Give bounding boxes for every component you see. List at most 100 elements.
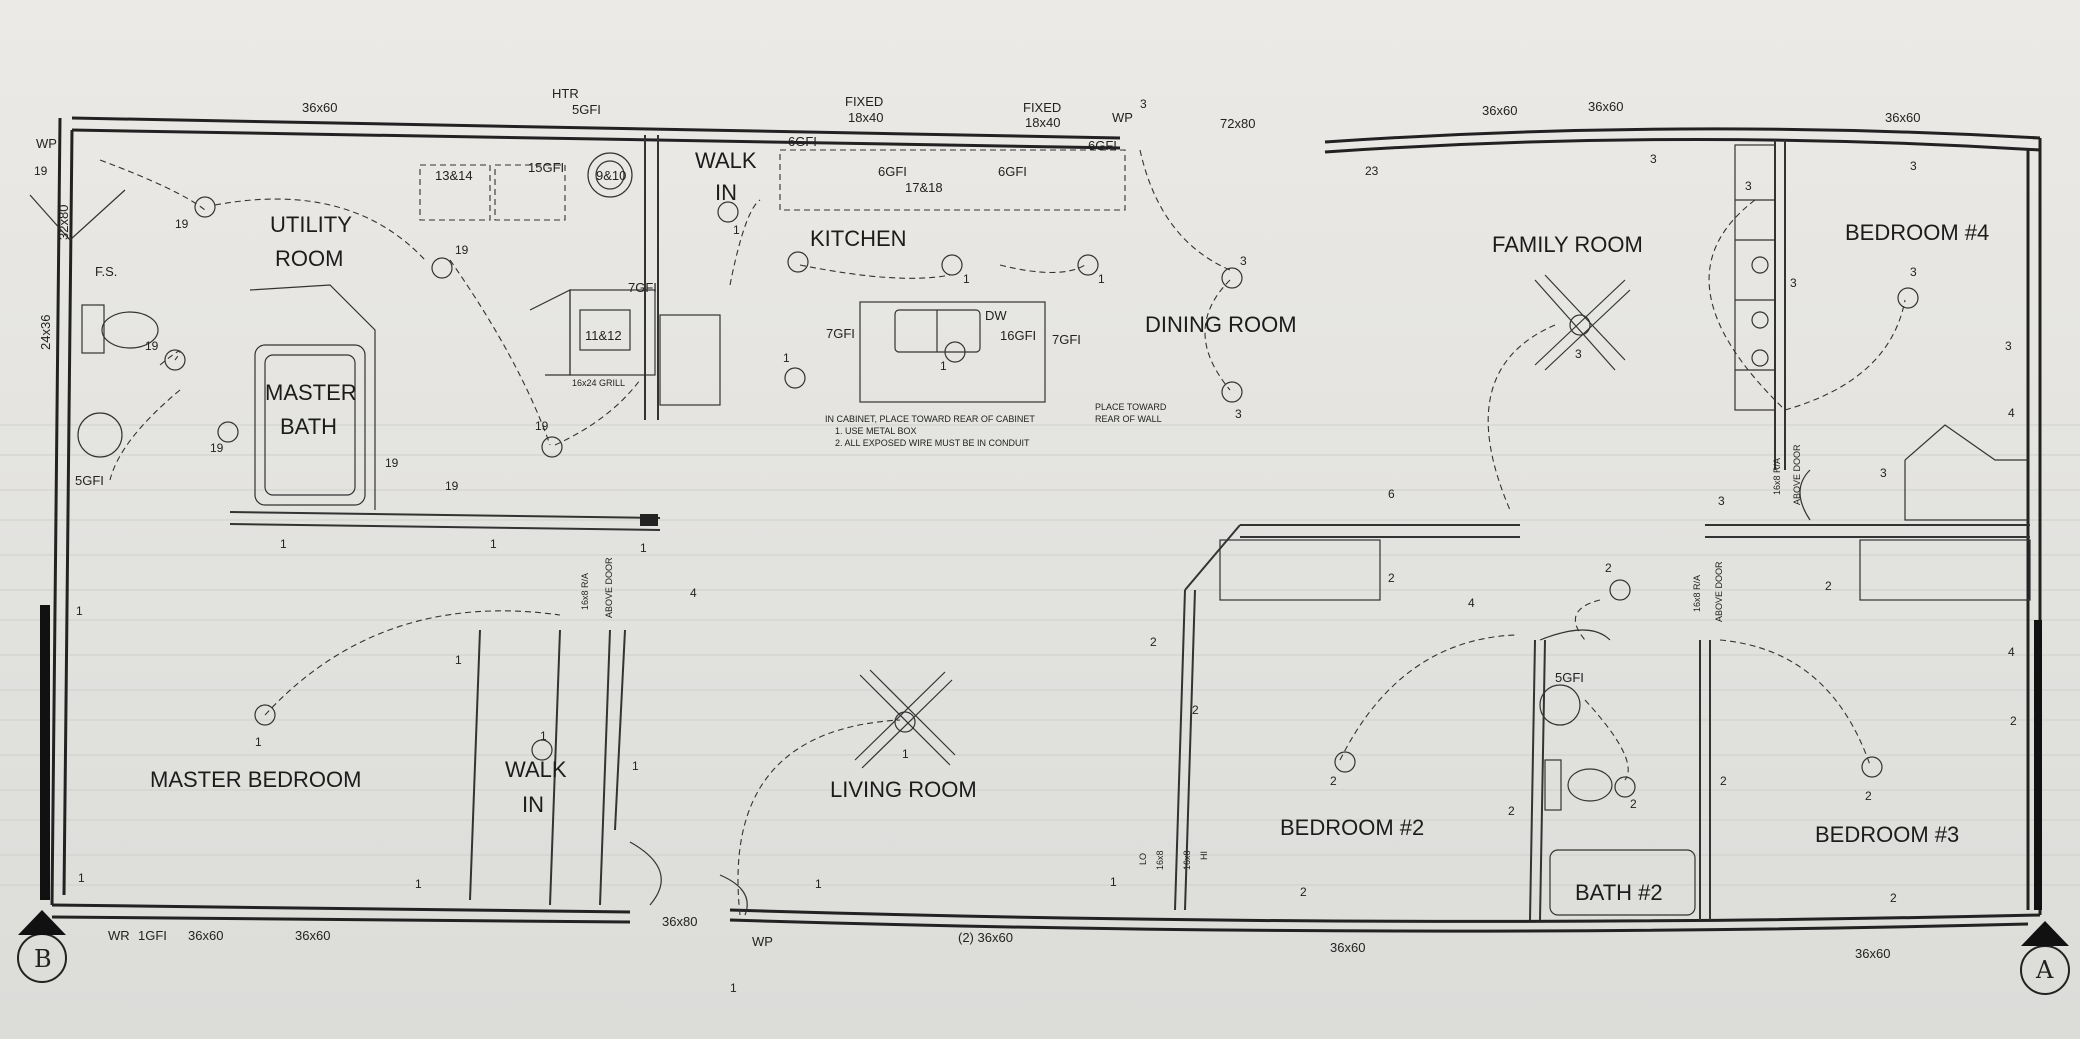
circuit-2: 2 (2010, 714, 2017, 728)
label-wp-left: WP (36, 136, 57, 151)
label-5gfi-bath2: 5GFI (1555, 670, 1584, 685)
note-cabinet: IN CABINET, PLACE TOWARD REAR OF CABINET (825, 414, 1035, 424)
room-bedroom3: BEDROOM #3 (1815, 822, 1959, 847)
circuit-1: 1 (815, 877, 822, 891)
label-wp-top: WP (1112, 110, 1133, 125)
room-bedroom4: BEDROOM #4 (1845, 220, 1989, 245)
paper-lines (0, 424, 2080, 886)
room-dining: DINING ROOM (1145, 312, 1297, 337)
left-wall-dark-segment (40, 605, 50, 900)
label-fixed-2-size: 18x40 (1025, 115, 1060, 130)
room-utility-2: ROOM (275, 246, 343, 271)
room-walk-in-top-1: WALK (695, 148, 757, 173)
circuit-2: 2 (1605, 561, 1612, 575)
label-6gfi-c: 6GFI (998, 164, 1027, 179)
circuit-2: 2 (1630, 797, 1637, 811)
circuit-1: 1 (255, 735, 262, 749)
circuit-1: 1 (540, 729, 547, 743)
ceiling-fan-living (854, 669, 956, 769)
section-label-b: B (34, 945, 52, 973)
door-swings (29, 189, 1811, 916)
circuit-4: 4 (1468, 596, 1475, 610)
light-fixtures (164, 196, 1919, 798)
room-walk-in-top-2: IN (715, 180, 737, 205)
label-6gfi-a: 6GFI (788, 134, 817, 149)
label-7gfi-c: 7GFI (1052, 332, 1081, 347)
circuit-19: 19 (535, 419, 549, 433)
circuit-2: 2 (1720, 774, 1727, 788)
label-dw: DW (985, 308, 1007, 323)
circuit-1: 1 (640, 541, 647, 555)
window-36x60-bottom-2: 36x60 (295, 928, 330, 943)
label-1gfi: 1GFI (138, 928, 167, 943)
circuit-1: 1 (78, 871, 85, 885)
circuit-3: 3 (1575, 347, 1582, 361)
note-wall-1: PLACE TOWARD (1095, 402, 1167, 412)
circuit-1: 1 (902, 747, 909, 761)
window-36x60-bottom-4: 36x60 (1855, 946, 1890, 961)
room-bath2: BATH #2 (1575, 880, 1663, 905)
circuit-3: 3 (1718, 494, 1725, 508)
vent-lo: LO (1138, 853, 1148, 865)
circuit-4: 4 (2008, 406, 2015, 420)
circuit-2: 2 (1388, 571, 1395, 585)
circuit-6: 6 (1388, 487, 1395, 501)
circuit-1: 1 (280, 537, 287, 551)
label-17-18: 17&18 (905, 180, 943, 195)
window-36x60-bottom-1: 36x60 (188, 928, 223, 943)
door-24x36: 24x36 (38, 315, 53, 350)
room-master-bath-2: BATH (280, 414, 337, 439)
room-walk-in-bottom-2: IN (522, 792, 544, 817)
circuit-1: 1 (940, 359, 947, 373)
circuit-3: 3 (1140, 97, 1147, 111)
circuit-1: 1 (490, 537, 497, 551)
label-fixed-1: FIXED (845, 94, 883, 109)
room-living: LIVING ROOM (830, 777, 977, 802)
circuit-3: 3 (1880, 466, 1887, 480)
vent-16x8-a: 16x8 (1155, 850, 1165, 870)
circuit-2: 2 (1192, 703, 1199, 717)
circuit-1: 1 (76, 604, 83, 618)
label-6gfi-b: 6GFI (878, 164, 907, 179)
circuit-19: 19 (145, 339, 159, 353)
window-2-36x60: (2) 36x60 (958, 930, 1013, 945)
room-family: FAMILY ROOM (1492, 232, 1643, 257)
circuit-19: 19 (385, 456, 399, 470)
note-conduit: 2. ALL EXPOSED WIRE MUST BE IN CONDUIT (835, 438, 1030, 448)
circuit-1: 1 (783, 351, 790, 365)
window-36x60-bottom-3: 36x60 (1330, 940, 1365, 955)
label-wr: WR (108, 928, 130, 943)
annotations: 36x60 HTR 5GFI FIXED 18x40 FIXED 18x40 W… (34, 86, 2054, 984)
label-16gfi: 16GFI (1000, 328, 1036, 343)
label-11-12: 11&12 (585, 328, 622, 343)
vent-above-door-1b: ABOVE DOOR (604, 557, 614, 618)
circuit-1: 1 (1098, 272, 1105, 286)
label-13-14: 13&14 (435, 168, 473, 183)
circuit-1: 1 (632, 759, 639, 773)
room-kitchen: KITCHEN (810, 226, 907, 251)
room-master-bath-1: MASTER (265, 380, 357, 405)
vent-above-door-1: 16x8 R/A (580, 573, 590, 610)
window-36x60-top-2: 36x60 (1588, 99, 1623, 114)
right-wall-dark-segment (2034, 620, 2042, 910)
circuit-3: 3 (1650, 152, 1657, 166)
window-36x60-top-1: 36x60 (1482, 103, 1517, 118)
label-6gfi-d: 6GFI (1088, 138, 1117, 153)
interior-walls (229, 135, 2030, 921)
ceiling-fan-family (1534, 274, 1631, 371)
label-fixed-1-size: 18x40 (848, 110, 883, 125)
window-72x80: 72x80 (1220, 116, 1255, 131)
label-wp-bottom: WP (752, 934, 773, 949)
vent-above-door-2b: ABOVE DOOR (1792, 444, 1802, 505)
room-bedroom2: BEDROOM #2 (1280, 815, 1424, 840)
circuit-1: 1 (730, 981, 737, 995)
circuit-2: 2 (1825, 579, 1832, 593)
vent-above-door-3: 16x8 R/A (1692, 575, 1702, 612)
circuit-3: 3 (1235, 407, 1242, 421)
section-label-a: A (2035, 956, 2054, 984)
circuit-1: 1 (963, 272, 970, 286)
switch-leg-arcs (99, 149, 1906, 916)
label-fs: F.S. (95, 264, 117, 279)
label-7gfi-b: 7GFI (826, 326, 855, 341)
